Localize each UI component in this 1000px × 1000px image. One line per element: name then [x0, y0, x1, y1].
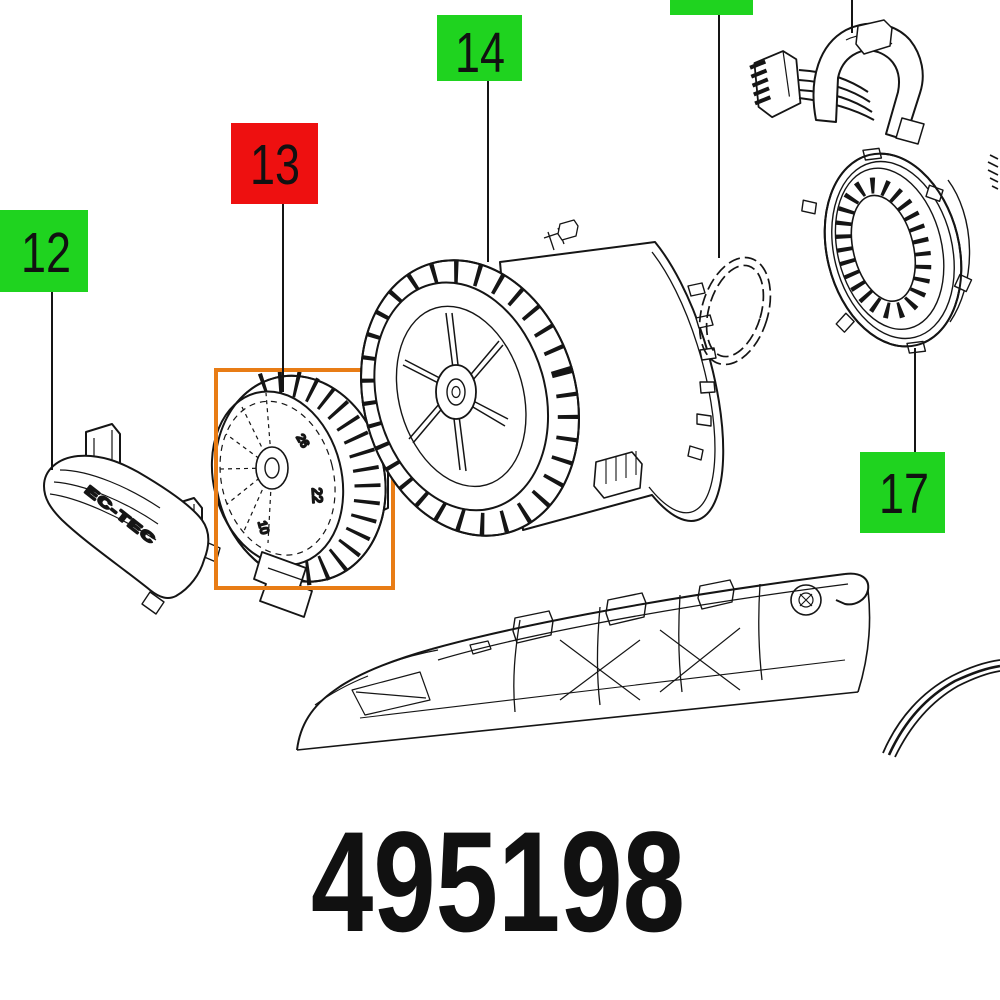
label-12-box[interactable] [0, 210, 88, 292]
part-mains-cable [882, 659, 1000, 758]
part-screw-fragment [987, 154, 999, 190]
part-cable-guide-bracket [812, 19, 925, 145]
fan-marking-22: 22 [309, 487, 326, 504]
label-item-17[interactable]: 17 [860, 452, 945, 533]
label-12-text: 12 [21, 221, 71, 285]
part-motor-stator [360, 219, 725, 537]
label-item-top-partial[interactable] [670, 0, 753, 15]
part-lever-ec-tec: EC-TEC [43, 423, 221, 615]
part-fan-wheel: 26 10 22 [210, 369, 389, 618]
label-17-box[interactable] [860, 452, 945, 533]
label-13-text: 13 [250, 133, 300, 197]
part-bearing-flange [801, 147, 973, 354]
label-top-box[interactable] [670, 0, 753, 15]
part-plug-connector [749, 50, 875, 121]
label-14-text: 14 [455, 21, 505, 85]
leader-lines [51, 0, 916, 470]
label-17-text: 17 [879, 462, 929, 526]
label-item-14[interactable]: 14 [437, 15, 522, 85]
label-13-box[interactable] [231, 123, 318, 204]
label-14-box[interactable] [437, 15, 522, 81]
part-housing-shell [296, 572, 871, 751]
label-item-13-selected[interactable]: 13 [231, 123, 318, 204]
label-item-12[interactable]: 12 [0, 210, 88, 292]
fan-marking-10: 10 [255, 519, 272, 536]
part-number-text: 495198 [311, 803, 685, 962]
